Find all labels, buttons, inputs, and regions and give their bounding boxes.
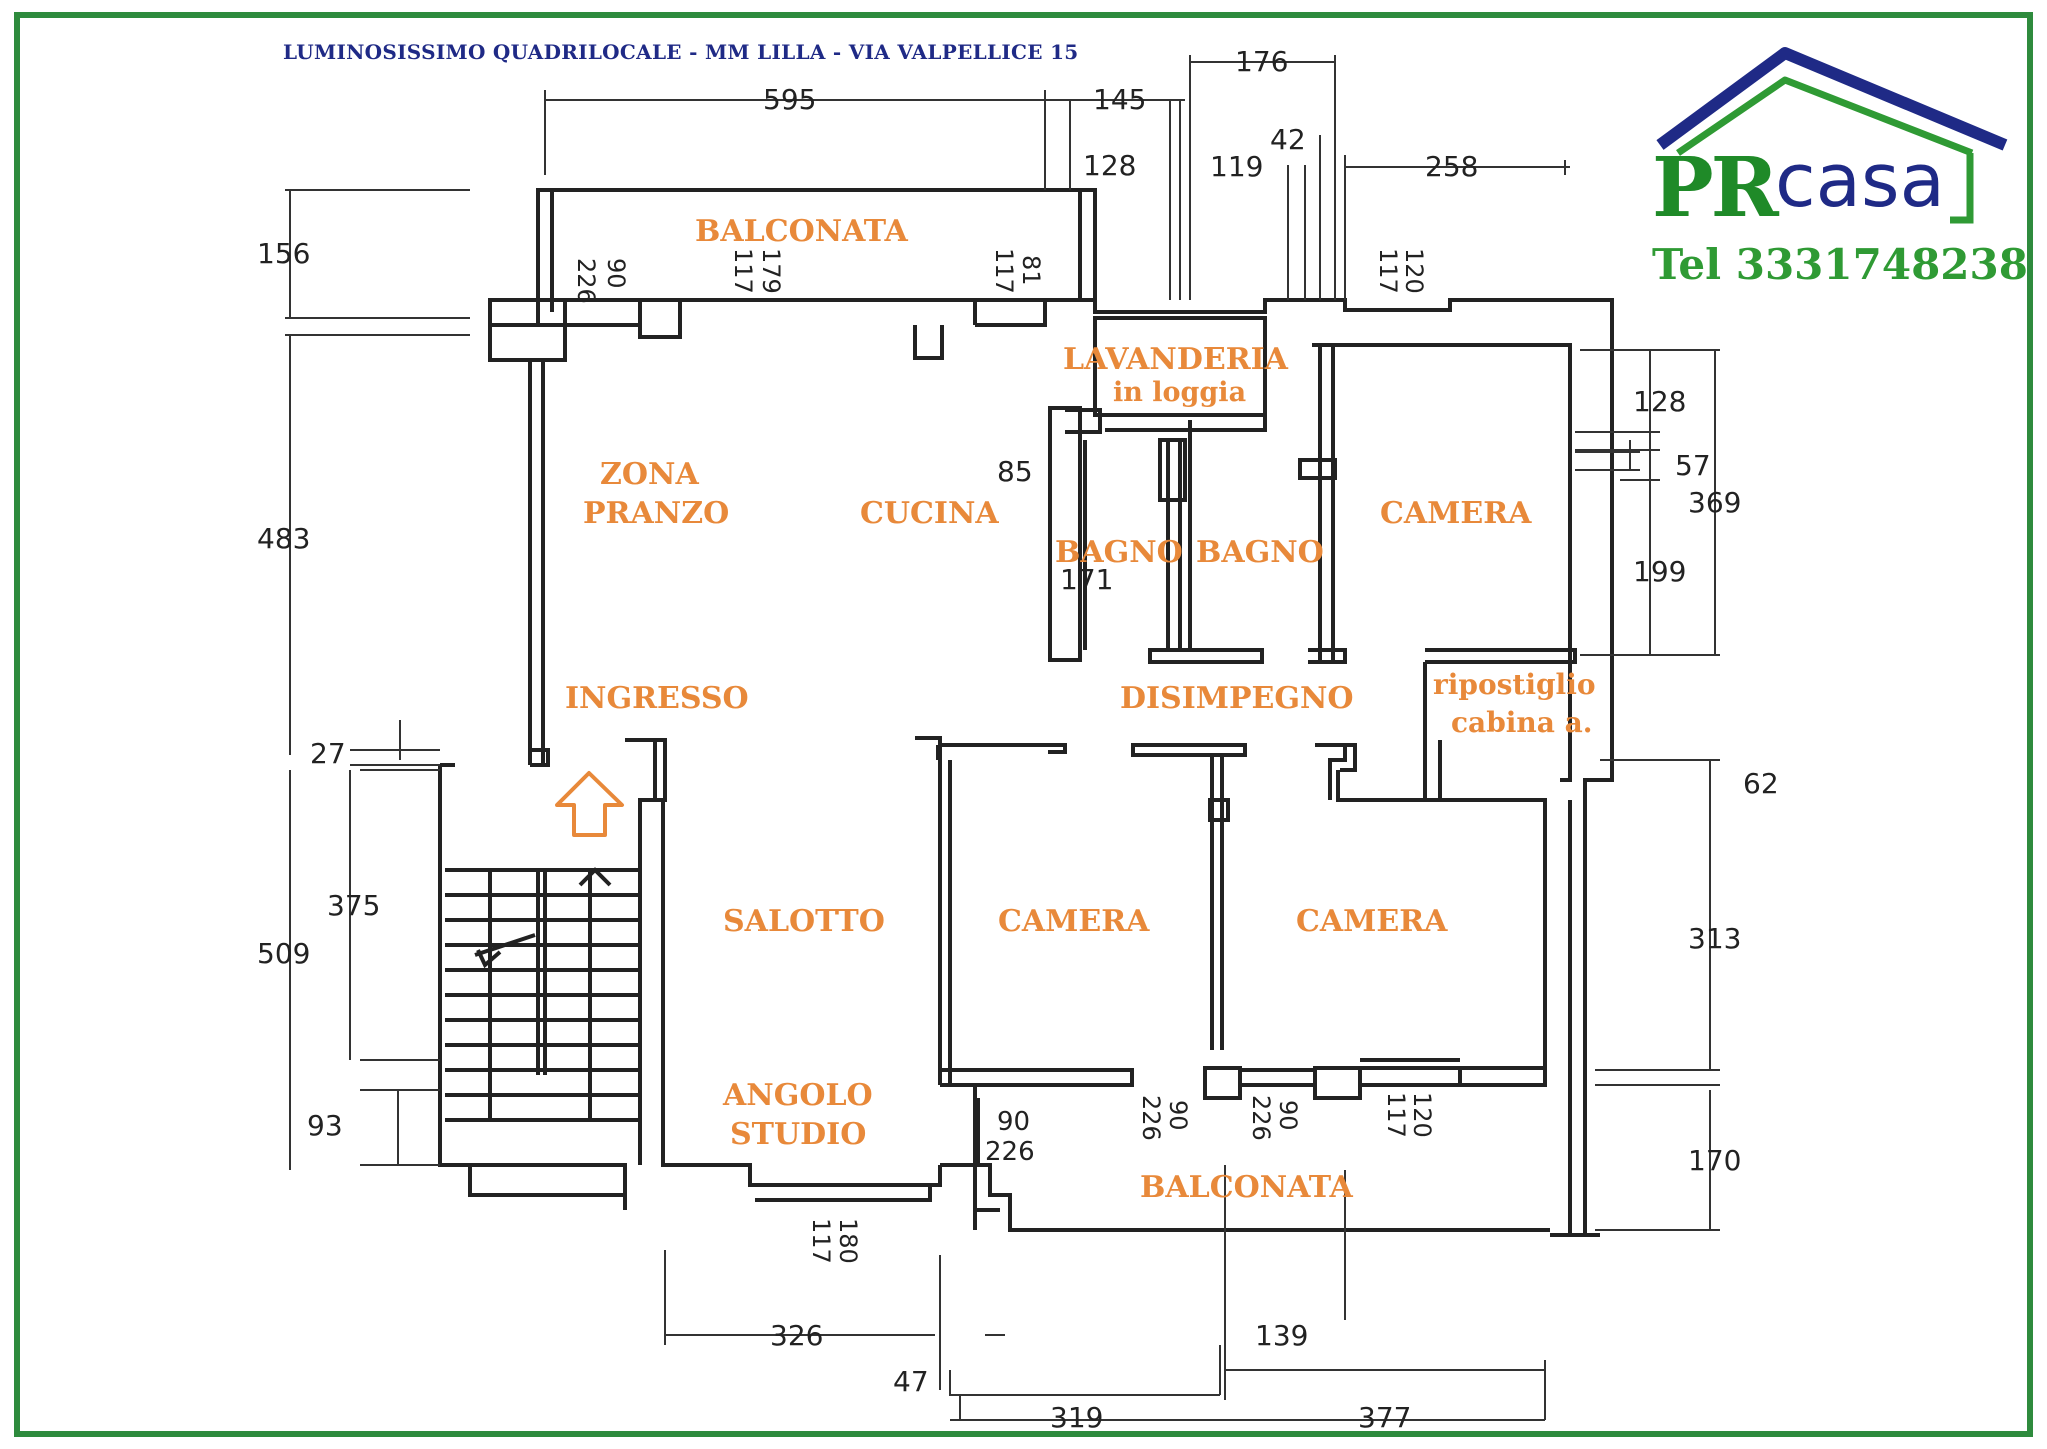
dim-326: 326: [770, 1319, 824, 1352]
room-angolo-studio-line2: STUDIO: [730, 1117, 867, 1152]
win-117-d: 117: [1382, 1092, 1410, 1138]
dim-93: 93: [307, 1109, 343, 1142]
win-226-d: 226: [1247, 1095, 1275, 1141]
dim-42: 42: [1270, 123, 1306, 156]
room-lavanderia-sub: in loggia: [1113, 377, 1247, 408]
dim-85: 85: [997, 455, 1033, 488]
win-90-c: 90: [1164, 1100, 1192, 1131]
room-camera-s2: CAMERA: [1296, 904, 1448, 939]
dim-156: 156: [257, 237, 311, 270]
win-120-b: 120: [1408, 1092, 1436, 1138]
dim-176: 176: [1235, 45, 1289, 78]
win-180: 180: [834, 1218, 862, 1264]
room-zona-pranzo-line1: ZONA: [600, 457, 699, 492]
win-90-d: 90: [1274, 1100, 1302, 1131]
win-226-b: 226: [985, 1137, 1035, 1167]
room-ripostiglio-line2: cabina a.: [1451, 706, 1593, 739]
win-117-e: 117: [807, 1218, 835, 1264]
room-ingresso: INGRESSO: [565, 681, 749, 716]
dim-27: 27: [310, 737, 346, 770]
balcony-top-rail: [536, 188, 1097, 325]
room-ripostiglio-line1: ripostiglio: [1433, 668, 1596, 701]
win-117-b: 117: [990, 248, 1018, 294]
room-lavanderia: LAVANDERIA: [1063, 342, 1288, 377]
room-bagno-2: BAGNO: [1196, 535, 1324, 570]
room-disimpegno: DISIMPEGNO: [1120, 681, 1354, 716]
listing-title: LUMINOSISSIMO QUADRILOCALE - MM LILLA - …: [283, 40, 1079, 64]
dim-595: 595: [763, 83, 817, 116]
win-90-a: 90: [602, 258, 630, 289]
dim-509: 509: [257, 937, 311, 970]
dim-128-top: 128: [1083, 149, 1137, 182]
brand-pr-text: PR: [1652, 140, 1779, 236]
entrance-arrow-icon: [555, 771, 624, 837]
room-cucina: CUCINA: [860, 496, 999, 531]
dim-483: 483: [257, 522, 311, 555]
dim-47: 47: [893, 1365, 929, 1398]
win-226-c: 226: [1137, 1095, 1165, 1141]
room-balconata-top: BALCONATA: [695, 214, 908, 249]
dim-119: 119: [1210, 150, 1264, 183]
dim-171: 171: [1060, 563, 1114, 596]
dim-62: 62: [1743, 767, 1779, 800]
win-81: 81: [1017, 255, 1045, 286]
win-117-c: 117: [1374, 248, 1402, 294]
dim-377: 377: [1358, 1401, 1412, 1434]
dim-258: 258: [1425, 150, 1479, 183]
room-salotto: SALOTTO: [723, 904, 885, 939]
win-120-a: 120: [1400, 248, 1428, 294]
dim-313: 313: [1688, 922, 1742, 955]
dim-57: 57: [1675, 449, 1711, 482]
dim-375: 375: [327, 889, 381, 922]
brand-casa-text: casa: [1775, 138, 1945, 224]
dim-145: 145: [1093, 83, 1147, 116]
prcasa-house-logo-icon: [1656, 47, 2008, 224]
room-balconata-bottom: BALCONATA: [1140, 1170, 1353, 1205]
dim-170: 170: [1688, 1144, 1742, 1177]
win-226-a: 226: [572, 258, 600, 304]
win-117-a: 117: [729, 248, 757, 294]
win-90-b: 90: [997, 1107, 1031, 1137]
room-camera-ne: CAMERA: [1380, 496, 1532, 531]
dim-128-right: 128: [1633, 385, 1687, 418]
win-179: 179: [757, 248, 785, 294]
dim-199: 199: [1633, 555, 1687, 588]
dim-139: 139: [1255, 1319, 1309, 1352]
room-zona-pranzo-line2: PRANZO: [583, 496, 730, 531]
page-frame: [14, 12, 2033, 1437]
dim-319: 319: [1050, 1401, 1104, 1434]
room-camera-s1: CAMERA: [998, 904, 1150, 939]
dim-369: 369: [1688, 486, 1742, 519]
brand-phone: Tel 3331748238: [1652, 240, 2028, 289]
room-angolo-studio-line1: ANGOLO: [723, 1078, 873, 1113]
room-bagno-1: BAGNO: [1055, 535, 1183, 570]
